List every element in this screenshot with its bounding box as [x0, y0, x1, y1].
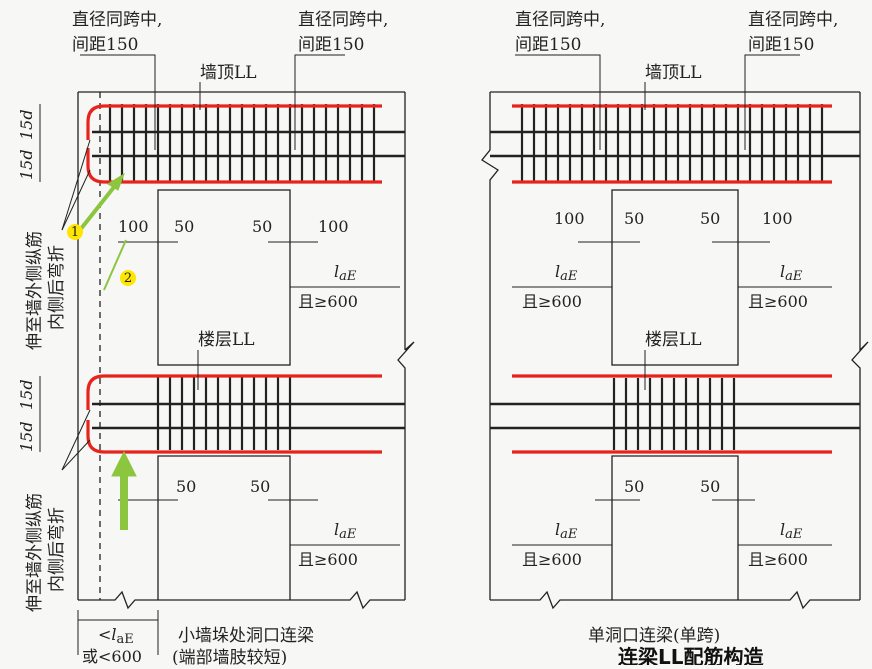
- top-beam-side-bars-right: [490, 130, 860, 158]
- marker-1: 1: [67, 224, 83, 240]
- right-lae-4: laE: [780, 520, 803, 542]
- right-panel: [481, 91, 869, 610]
- floor-beam-main-bars-right: [512, 374, 832, 454]
- right-lae-3: laE: [555, 520, 578, 542]
- right-dim-bottom-50-right: 50: [700, 477, 720, 496]
- opening-lower: [157, 455, 291, 600]
- right-left-break-edge: [481, 92, 499, 600]
- right-opening-lower: [611, 455, 739, 600]
- right-opening-upper: [611, 189, 739, 366]
- leader-lines-right: [512, 54, 832, 546]
- lae-cond-bottom-left-panel: 且≥600: [298, 550, 358, 569]
- dim-top-50-left: 50: [174, 217, 194, 236]
- dim-15d-4: 15d: [17, 421, 36, 452]
- right-bottom-break-line: [490, 590, 860, 610]
- right-note-top-right-line1: 直径同跨中,: [748, 10, 838, 30]
- dim-bottom-50-right: 50: [250, 477, 270, 496]
- right-floor-beam-label: 楼层LL: [645, 330, 702, 350]
- right-dim-top-100-right: 100: [762, 209, 793, 228]
- right-right-break-edge: [851, 92, 869, 600]
- dim-top-100-left: 100: [118, 217, 149, 236]
- lae-bottom-left-panel: laE: [334, 520, 357, 542]
- caption-left-line1: 小墙垛处洞口连梁: [178, 626, 314, 646]
- right-dim-bottom-50-left: 50: [624, 477, 644, 496]
- right-dim-top-50-right: 50: [700, 209, 720, 228]
- vertical-note-top-2: 内侧后弯折: [47, 245, 67, 330]
- dim-15d-2: 15d: [17, 149, 36, 180]
- floor-beam-side-bars-left: [92, 402, 405, 430]
- caption-left-line2: (端部墙肢较短): [172, 648, 287, 665]
- right-note-top-left-line1: 直径同跨中,: [515, 10, 605, 30]
- opening-upper: [157, 189, 291, 366]
- top-beam-main-bars-right: [512, 104, 832, 184]
- floor-beam-label-left: 楼层LL: [198, 330, 255, 350]
- lae-cond-top-left-panel: 且≥600: [298, 292, 358, 311]
- floor-beam-main-bars-left: [86, 374, 382, 454]
- dim-15d-1: 15d: [17, 109, 36, 140]
- top-beam-stirrups-right: [520, 104, 824, 182]
- right-lae-2: laE: [780, 262, 803, 284]
- bottom-dim-line2: 或<600: [82, 647, 142, 665]
- dim-bottom-50-left: 50: [176, 477, 196, 496]
- svg-text:2: 2: [124, 271, 132, 286]
- dim-top-50-right: 50: [252, 217, 272, 236]
- note-top-left-line1: 直径同跨中,: [72, 10, 162, 30]
- top-beam-label-left: 墙顶LL: [200, 63, 257, 83]
- svg-text:1: 1: [71, 225, 79, 240]
- note-top-left-line2: 间距150: [72, 35, 138, 55]
- bottom-break-line: [78, 590, 405, 610]
- floor-beam-side-bars-right: [490, 402, 860, 430]
- bottom-dim-line1: <laE: [98, 625, 134, 647]
- caption-right: 单洞口连梁(单跨): [588, 626, 720, 646]
- dim-lines-left: [39, 104, 400, 655]
- note-top-right-line2: 间距150: [298, 35, 364, 55]
- right-top-beam-label: 墙顶LL: [645, 63, 702, 83]
- right-lae-cond-1: 且≥600: [522, 292, 582, 311]
- right-dim-top-50-left: 50: [624, 209, 644, 228]
- note-top-right-line1: 直径同跨中,: [298, 10, 388, 30]
- footer-title: 连梁LL配筋构造: [618, 645, 764, 665]
- lae-top-left-panel: laE: [334, 262, 357, 284]
- right-lae-cond-2: 且≥600: [748, 292, 808, 311]
- right-note-top-right-line2: 间距150: [748, 35, 814, 55]
- leader-lines-left: [61, 54, 345, 471]
- right-note-top-left-line2: 间距150: [515, 35, 581, 55]
- vertical-note-top-1: 伸至墙外侧纵筋: [25, 231, 45, 350]
- dim-15d-3: 15d: [17, 379, 36, 410]
- floor-beam-stirrups-left: [156, 376, 292, 450]
- right-lae-cond-3: 且≥600: [522, 550, 582, 569]
- dim-top-100-right: 100: [318, 217, 349, 236]
- top-beam-side-bars-left: [92, 130, 405, 158]
- top-beam-main-bars-left: [86, 104, 382, 184]
- marker-2: 2: [120, 270, 136, 286]
- vertical-note-bottom-1: 伸至墙外侧纵筋: [25, 493, 45, 612]
- left-panel: [77, 91, 415, 610]
- vertical-note-bottom-2: 内侧后弯折: [47, 507, 67, 592]
- right-lae-cond-4: 且≥600: [748, 550, 808, 569]
- break-line-right: [397, 341, 415, 600]
- right-dim-top-100-left: 100: [554, 209, 585, 228]
- floor-beam-stirrups-right: [612, 378, 736, 450]
- right-lae-1: laE: [555, 262, 578, 284]
- green-arrows: [78, 172, 137, 530]
- top-beam-stirrups-left: [108, 104, 376, 182]
